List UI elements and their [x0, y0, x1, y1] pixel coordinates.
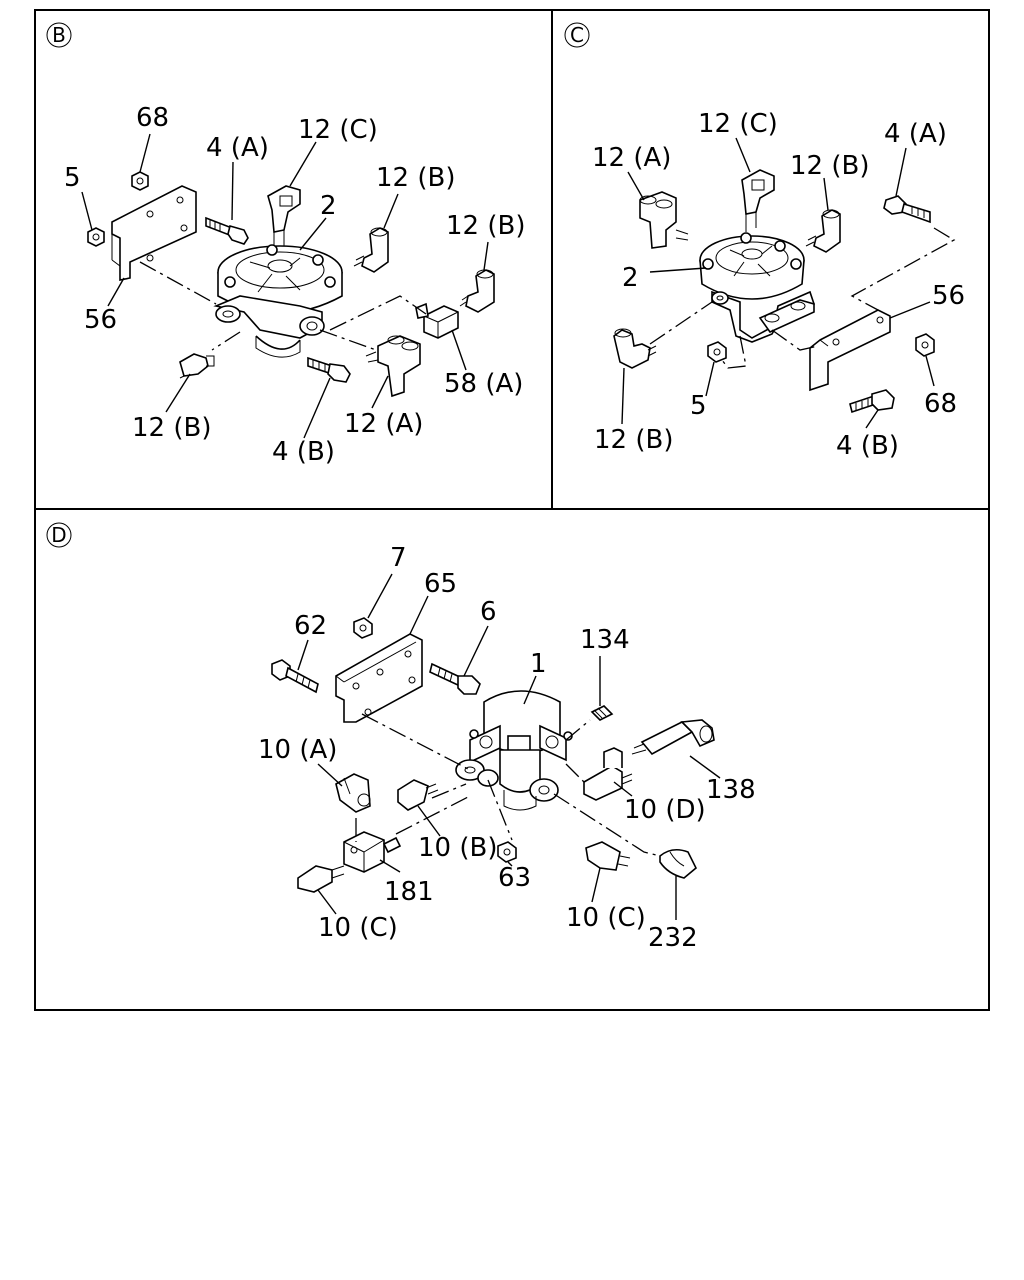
label-2-c: 2	[622, 263, 639, 293]
nut-63	[497, 841, 517, 863]
label-4b-c: 4 (B)	[836, 431, 899, 461]
panel-c-id-badge: C	[564, 22, 590, 48]
label-232: 232	[648, 923, 698, 953]
bolt-4b-c	[849, 389, 895, 414]
label-5: 5	[64, 163, 81, 193]
label-12b-top: 12 (B)	[376, 163, 455, 193]
clip-232	[659, 848, 697, 879]
bolt-4a	[205, 216, 249, 245]
panel-d: D	[46, 522, 756, 953]
label-58a: 58 (A)	[444, 369, 523, 399]
elbow-12b-bottom	[179, 353, 215, 379]
label-63: 63	[498, 863, 531, 893]
valve-2-c	[699, 232, 815, 343]
panel-b-id-badge: B	[46, 22, 72, 48]
label-5-c: 5	[690, 391, 707, 421]
bolt-6	[429, 662, 481, 695]
label-65: 65	[424, 569, 457, 599]
block-181	[343, 831, 402, 873]
label-2: 2	[320, 191, 337, 221]
panel-d-frame	[34, 508, 990, 1011]
elbow-10a	[335, 773, 371, 813]
nut-7	[353, 617, 373, 639]
bracket-56-c	[809, 309, 891, 392]
label-134: 134	[580, 625, 630, 655]
label-7: 7	[390, 543, 407, 573]
bolt-4a-c	[883, 195, 931, 224]
label-4a-c: 4 (A)	[884, 119, 947, 149]
bracket-56	[111, 185, 197, 281]
label-1: 1	[530, 649, 547, 679]
label-56-c: 56	[932, 281, 965, 311]
connector-10c-left	[297, 865, 345, 893]
label-12b-bottom-c: 12 (B)	[594, 425, 673, 455]
label-12b-top-c: 12 (B)	[790, 151, 869, 181]
label-12c: 12 (C)	[298, 115, 378, 145]
label-68-c: 68	[924, 389, 957, 419]
tee-12a-c	[639, 191, 689, 249]
connector-10b	[397, 779, 439, 811]
bolt-62	[271, 659, 319, 694]
label-10c-left: 10 (C)	[318, 913, 398, 943]
plug-134	[590, 705, 614, 721]
label-138: 138	[706, 775, 756, 805]
plug-58a	[415, 302, 459, 339]
panel-d-id-badge: D	[46, 522, 72, 548]
label-10a: 10 (A)	[258, 735, 337, 765]
elbow-12b-top-c	[805, 209, 841, 253]
label-12b-bottom: 12 (B)	[132, 413, 211, 443]
elbow-12c-c	[741, 169, 775, 232]
panel-b: B	[46, 22, 525, 467]
panel-d-id: D	[51, 523, 66, 547]
bracket-65	[335, 633, 423, 723]
elbow-12b-bottom-c	[613, 328, 657, 369]
label-12a: 12 (A)	[344, 409, 423, 439]
label-10b: 10 (B)	[418, 833, 497, 863]
tee-12a	[365, 335, 421, 398]
elbow-12c	[267, 185, 301, 250]
label-10d: 10 (D)	[624, 795, 706, 825]
label-6: 6	[480, 597, 497, 627]
label-68: 68	[136, 103, 169, 133]
label-12a-c: 12 (A)	[592, 143, 671, 173]
label-4a: 4 (A)	[206, 133, 269, 163]
nut-5-c	[707, 341, 727, 363]
nut-68	[131, 171, 149, 191]
bolt-4b	[307, 356, 351, 383]
elbow-12b-right	[459, 269, 495, 313]
panel-b-id: B	[52, 23, 66, 47]
valve-1	[455, 690, 573, 811]
sensor-138	[631, 719, 715, 756]
nut-68-c	[915, 333, 935, 357]
connector-10c-right	[585, 841, 631, 871]
label-12c-c: 12 (C)	[698, 109, 778, 139]
label-56: 56	[84, 305, 117, 335]
label-4b: 4 (B)	[272, 437, 335, 467]
label-181: 181	[384, 877, 434, 907]
nut-5	[87, 227, 105, 247]
tee-10d	[583, 747, 633, 801]
label-62: 62	[294, 611, 327, 641]
panel-c: C	[564, 22, 965, 461]
label-12b-right: 12 (B)	[446, 211, 525, 241]
elbow-12b-top	[353, 227, 389, 273]
label-10c-right: 10 (C)	[566, 903, 646, 933]
valve-2	[213, 244, 343, 358]
panel-c-id: C	[570, 23, 584, 47]
